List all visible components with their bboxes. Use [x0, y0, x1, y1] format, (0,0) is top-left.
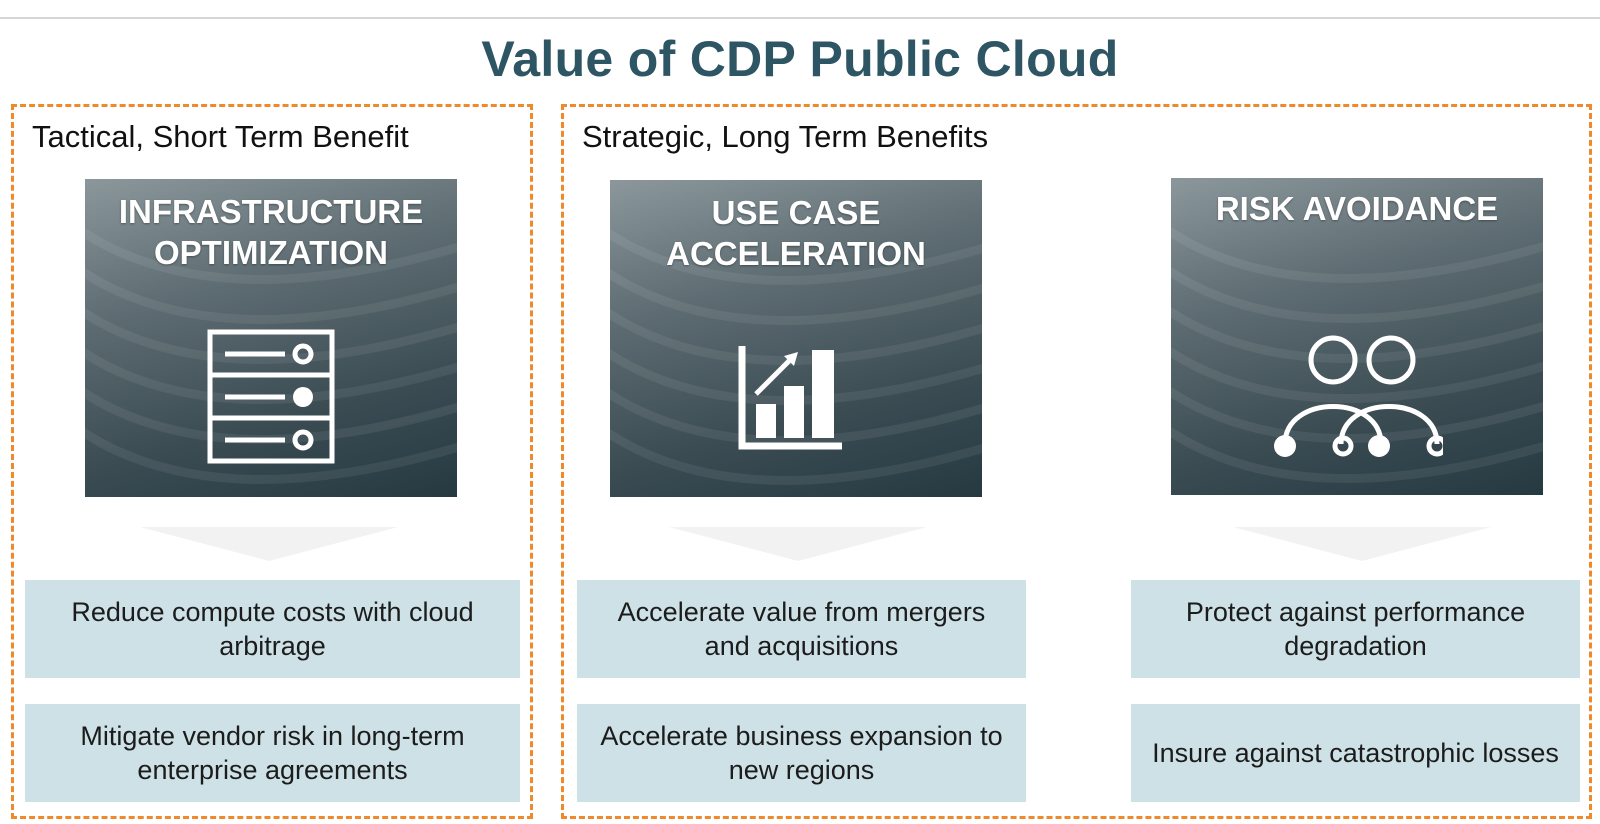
benefit-box: Mitigate vendor risk in long-term enterp… [25, 704, 520, 802]
benefit-text: Reduce compute costs with cloud arbitrag… [71, 597, 474, 661]
benefit-text: Mitigate vendor risk in long-term enterp… [80, 721, 465, 785]
benefit-box: Protect against performance degradation [1131, 580, 1580, 678]
risk-avoidance-title: RISK AVOIDANCE [1215, 190, 1499, 227]
infrastructure-optimization-title: INFRASTRUCTURE OPTIMIZATION [118, 193, 424, 271]
page-title: Value of CDP Public Cloud [481, 31, 1119, 87]
growth-chart-icon [738, 346, 842, 450]
strategic-group-heading: Strategic, Long Term Benefits [582, 119, 989, 154]
benefit-box: Reduce compute costs with cloud arbitrag… [25, 580, 520, 678]
benefit-text: Protect against performance degradation [1185, 597, 1526, 661]
use-case-acceleration-tile: USE CASE ACCELERATION [610, 180, 982, 497]
down-chevron-arrow [669, 527, 927, 561]
benefit-text: Accelerate value from mergers and acquis… [617, 597, 986, 661]
benefit-box: Insure against catastrophic losses [1131, 704, 1580, 802]
people-connection-icon [1274, 335, 1443, 457]
down-chevron-arrow [1233, 527, 1491, 561]
benefit-text: Accelerate business expansion to new reg… [600, 721, 1003, 785]
use-case-acceleration-title: USE CASE ACCELERATION [666, 194, 926, 272]
benefit-box: Accelerate value from mergers and acquis… [577, 580, 1026, 678]
tile-background-pattern [610, 228, 982, 485]
tile-background-pattern [1171, 226, 1543, 483]
tactical-group: Tactical, Short Term Benefit [11, 104, 533, 819]
strategic-group: Strategic, Long Term Benefits [561, 104, 1592, 819]
risk-avoidance-tile: RISK AVOIDANCE [1171, 178, 1543, 495]
infrastructure-optimization-tile: INFRASTRUCTURE OPTIMIZATION [85, 179, 457, 497]
benefit-text: Insure against catastrophic losses [1152, 738, 1559, 768]
top-divider [0, 17, 1600, 19]
benefit-box: Accelerate business expansion to new reg… [577, 704, 1026, 802]
server-rack-icon [207, 329, 335, 464]
down-chevron-arrow [140, 527, 398, 561]
tactical-group-heading: Tactical, Short Term Benefit [32, 119, 409, 154]
